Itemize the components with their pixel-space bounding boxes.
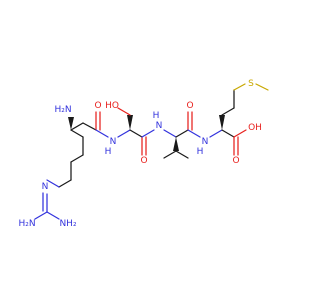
bond (221, 129, 235, 138)
atom-label-nh2-top: H₂N (54, 105, 71, 115)
atom-text: N (156, 121, 163, 131)
atom-label-o-ketone2: O (140, 156, 147, 166)
stereo-wedge (173, 137, 179, 151)
atom-text: O (232, 156, 239, 166)
atom-text: N (110, 137, 117, 147)
bond (163, 129, 177, 138)
atom-label-oh-acid: OH (248, 123, 262, 133)
bond (129, 129, 143, 138)
atom-label-n-amide1: N (110, 137, 117, 147)
bond (117, 107, 131, 116)
bond (117, 129, 131, 138)
atom-text: S (248, 79, 254, 89)
bond (233, 83, 246, 91)
bond (233, 129, 247, 138)
bond (163, 150, 177, 159)
atom-label-h-amide1: H (105, 147, 112, 157)
atom-text: O (186, 101, 193, 111)
atom-text: N (202, 137, 209, 147)
stereo-wedge (68, 117, 74, 130)
bond (255, 83, 269, 91)
molecule-structure: H₂N O HO N H N H O N H O S OH O N H₂N NH… (18, 79, 269, 229)
atom-text: O (140, 156, 147, 166)
bond (95, 129, 109, 138)
atom-text: H (197, 147, 204, 157)
atom-text: O (94, 101, 101, 111)
bond (187, 129, 201, 138)
atom-label-o-acid: O (232, 156, 239, 166)
bond (141, 129, 155, 138)
bond (175, 129, 189, 138)
atom-text: HO (105, 101, 119, 111)
molecule-structure-canvas: H₂N O HO N H N H O N H O S OH O N H₂N NH… (18, 79, 269, 229)
atom-text: H₂N (18, 219, 35, 229)
bond (34, 211, 48, 220)
atom-label-n-amide3: N (202, 137, 209, 147)
atom-text: N (42, 182, 49, 192)
atom-label-n-guan: N (42, 182, 49, 192)
atom-text: H (153, 111, 160, 121)
atom-label-nh2-guan1: H₂N (18, 219, 35, 229)
atom-text: NH₂ (59, 219, 77, 229)
bond (70, 122, 84, 131)
atom-label-nh2-guan2: NH₂ (59, 219, 77, 229)
atom-label-oh-side: HO (105, 101, 119, 111)
bond (58, 179, 72, 188)
bond (221, 107, 235, 116)
bond (70, 154, 84, 163)
atom-text: OH (248, 123, 262, 133)
bond (70, 129, 84, 138)
atom-label-h-amide2: H (153, 111, 160, 121)
bond (46, 211, 60, 220)
bond (175, 150, 189, 159)
atom-label-h-amide3: H (197, 147, 204, 157)
bond (82, 122, 97, 131)
bond (46, 179, 60, 188)
atom-text: H₂N (54, 105, 71, 115)
stereo-wedge (219, 115, 225, 130)
atom-label-o-ketone3: O (186, 101, 193, 111)
bond (209, 129, 223, 138)
stereo-wedge (127, 115, 133, 130)
atom-label-s-thio: S (248, 79, 254, 89)
atom-label-o-ketone1: O (94, 101, 101, 111)
atom-text: H (105, 147, 112, 157)
atom-label-n-amide2: N (156, 121, 163, 131)
